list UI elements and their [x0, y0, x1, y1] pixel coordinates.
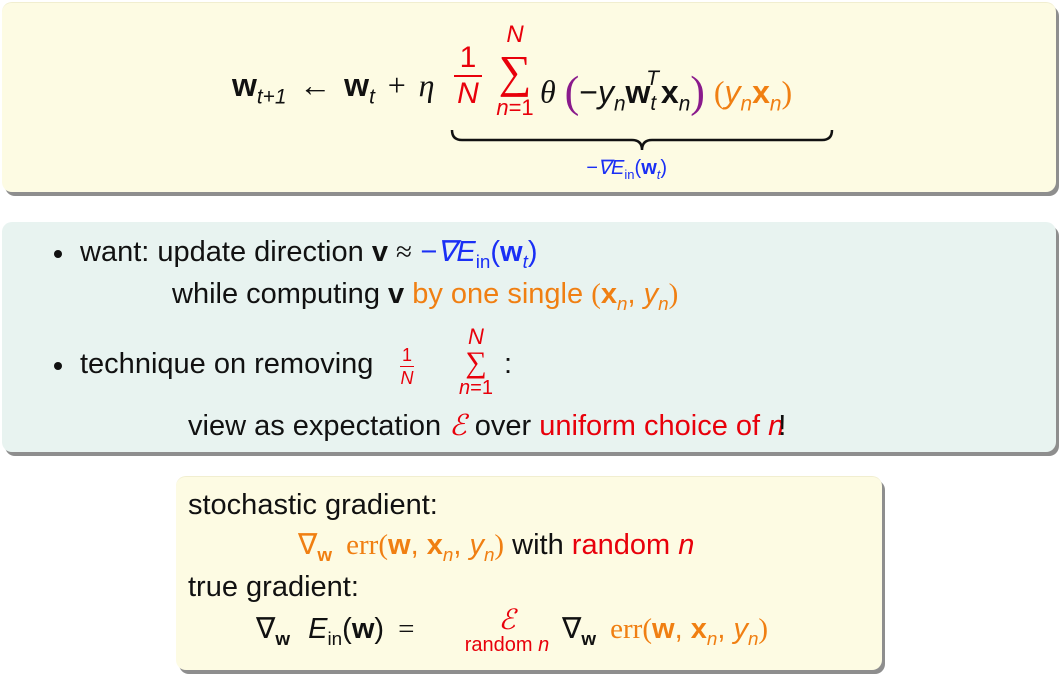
fraction-denominator: N [457, 77, 479, 110]
nabla-3: ∇ [562, 613, 582, 645]
want-text: want: update direction [80, 236, 364, 268]
w-next-symbol: w [232, 67, 257, 103]
w-subscript-2: w [275, 627, 291, 649]
exclamation: ! [778, 410, 787, 442]
eta-symbol: η [418, 67, 435, 103]
view-as-expectation-text: view as expectation [188, 410, 442, 442]
t-subscript: t [369, 85, 375, 109]
err-function-2: err [610, 613, 643, 645]
expectation-symbol-2: ℰ [498, 605, 516, 636]
t-arg-subscript: t [656, 167, 661, 182]
stochastic-gradient-formula: ∇w err(w, xn, yn) with random n [298, 529, 695, 565]
negative-gradient-label: −∇Ein(wt) [586, 157, 668, 182]
e-symbol: E [308, 613, 328, 645]
v-symbol: v [371, 236, 388, 268]
by-one-single-text: by one single [412, 278, 584, 310]
bullet-1-line-1: want: update direction v ≈ −∇Ein(wt) [80, 234, 538, 280]
true-gradient-formula-left: ∇w Ein(w) = [256, 613, 415, 649]
small-frac-numerator: 1 [401, 345, 412, 365]
over-text: over [474, 410, 532, 442]
summation: N ∑ n=1 [490, 21, 540, 121]
technique-box: want: update direction v ≈ −∇Ein(wt) whi… [2, 222, 1056, 452]
gradient-comparison-box: stochastic gradient: ∇w err(w, xn, yn) w… [176, 476, 882, 670]
nabla-1: ∇ [298, 529, 318, 561]
equals-sign: = [398, 613, 415, 645]
nabla-2: ∇ [256, 613, 276, 645]
theta-symbol: θ [540, 73, 556, 110]
err-function-1: err [346, 529, 379, 561]
small-summation: N ∑ n=1 [454, 324, 498, 399]
t-plus-1-subscript: t+1 [256, 85, 287, 109]
bullet-2-line-2: view as expectation ℰ over uniform choic… [188, 408, 786, 444]
while-computing-text: while computing [172, 278, 380, 310]
random-text: random [571, 529, 671, 561]
neg-y-w-x-term: −ynwtTxn [579, 67, 691, 116]
neg-gradient: −∇Ein(wt) [420, 236, 538, 272]
right-paren: ) [690, 67, 705, 117]
random-under-n: n [538, 634, 550, 656]
small-sum-upper: N [468, 324, 484, 349]
small-frac-denominator: N [400, 368, 414, 388]
y-x-term: (ynxn) [713, 73, 793, 116]
in-subscript: in [624, 167, 635, 182]
random-under-text: random [464, 634, 533, 656]
bullet-1-line-2: while computing v by one single (xn, yn) [172, 276, 678, 322]
plus-sign: + [387, 67, 406, 103]
stochastic-gradient-label: stochastic gradient: [188, 489, 438, 521]
assign-arrow: ← [299, 67, 332, 103]
technique-text: technique on removing [80, 348, 374, 380]
in-subscript-2: in [327, 627, 343, 649]
w-t-symbol: w [344, 67, 370, 103]
left-paren: ( [564, 67, 580, 117]
bullet-2 [54, 362, 62, 370]
bullet-2-line-1: technique on removing [80, 346, 373, 382]
small-one-over-n: 1 N [400, 346, 414, 387]
uniform-choice-text: uniform choice of [539, 410, 761, 442]
underbrace [450, 129, 834, 151]
bullet-1 [54, 250, 62, 258]
expectation-random-n: ℰ random n [452, 605, 562, 656]
neg-grad-e: −∇E [586, 157, 625, 179]
sum-upper-limit: N [506, 21, 524, 48]
w-subscript-3: w [581, 627, 597, 649]
update-rule-formula: wt+1 ← wt + η [232, 55, 435, 115]
approx-sign: ≈ [396, 236, 412, 268]
one-over-n-fraction: 1 N [454, 41, 482, 110]
true-gradient-label: true gradient: [188, 571, 359, 603]
colon: : [504, 348, 513, 380]
sum-symbol: ∑ [498, 46, 532, 97]
true-gradient-formula-right: ∇w err(w, xn, yn) [562, 613, 769, 649]
w-subscript-1: w [317, 543, 333, 565]
v-symbol-2: v [388, 278, 405, 310]
update-rule-box: wt+1 ← wt + η 1 N N ∑ n=1 θ (−ynwtTxn) (… [2, 2, 1056, 192]
xn-yn-pair: (xn, yn) [591, 278, 679, 314]
fraction-numerator: 1 [459, 41, 477, 74]
theta-term: θ (−ynwtTxn) (ynxn) [540, 55, 793, 117]
n-symbol: n [768, 410, 785, 442]
random-n: n [678, 529, 695, 561]
w-arg: w [641, 157, 657, 179]
small-sum-symbol: ∑ [465, 346, 487, 379]
with-text: with [512, 529, 564, 561]
expectation-symbol: ℰ [449, 410, 467, 442]
